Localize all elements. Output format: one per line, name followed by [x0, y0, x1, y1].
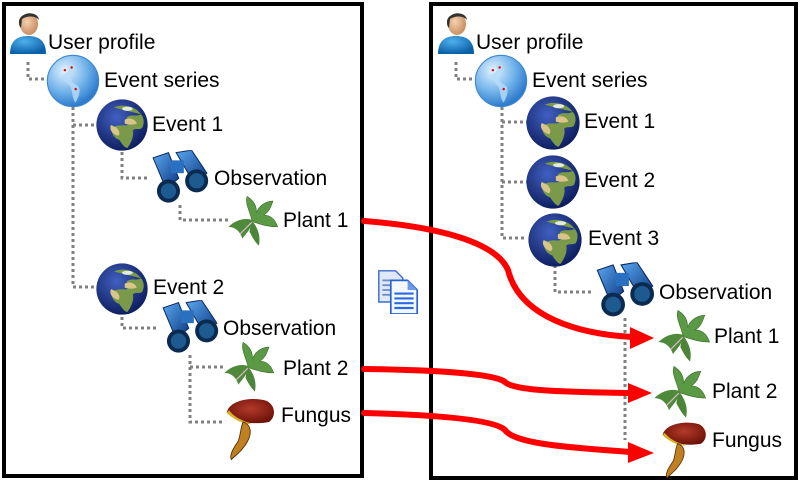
- left-event2-observation-label: Observation: [223, 317, 337, 340]
- arrowhead-fungus: [628, 442, 654, 463]
- arrow-fungus: [361, 410, 633, 455]
- connector-right-series-events: [500, 107, 527, 240]
- arrow-plant1: [361, 218, 635, 340]
- right-plant1-label: Plant 1: [714, 325, 780, 348]
- connector-right-user-series: [454, 62, 476, 81]
- left-event1-label: Event 1: [152, 113, 224, 136]
- left-user-profile-label: User profile: [48, 31, 156, 54]
- connector-left-user-series: [26, 62, 48, 81]
- connector-left-series-events: [71, 107, 98, 289]
- left-plant1-label: Plant 1: [283, 209, 349, 232]
- right-event2-label: Event 2: [584, 169, 656, 192]
- left-event-series-label: Event series: [104, 69, 220, 92]
- right-fungus-label: Fungus: [712, 429, 783, 452]
- right-plant2-label: Plant 2: [712, 380, 778, 403]
- arrow-plant2: [361, 366, 633, 396]
- right-observation-label: Observation: [659, 281, 773, 304]
- arrowhead-plant1: [630, 327, 654, 349]
- right-event3-label: Event 3: [588, 227, 660, 250]
- right-event1-label: Event 1: [584, 110, 656, 133]
- left-plant2-label: Plant 2: [283, 357, 349, 380]
- connector-left-obs-plant1: [178, 205, 230, 222]
- right-event-series-label: Event series: [532, 69, 648, 92]
- connector-right-event3-obs: [553, 265, 592, 294]
- left-event1-observation-label: Observation: [214, 167, 328, 190]
- right-user-profile-label: User profile: [476, 31, 584, 54]
- left-event2-label: Event 2: [153, 276, 225, 299]
- arrowhead-plant2: [628, 383, 652, 403]
- connector-left-event1-obs: [120, 152, 148, 180]
- connector-left-obs2-children: [188, 355, 222, 424]
- left-fungus-label: Fungus: [281, 404, 352, 427]
